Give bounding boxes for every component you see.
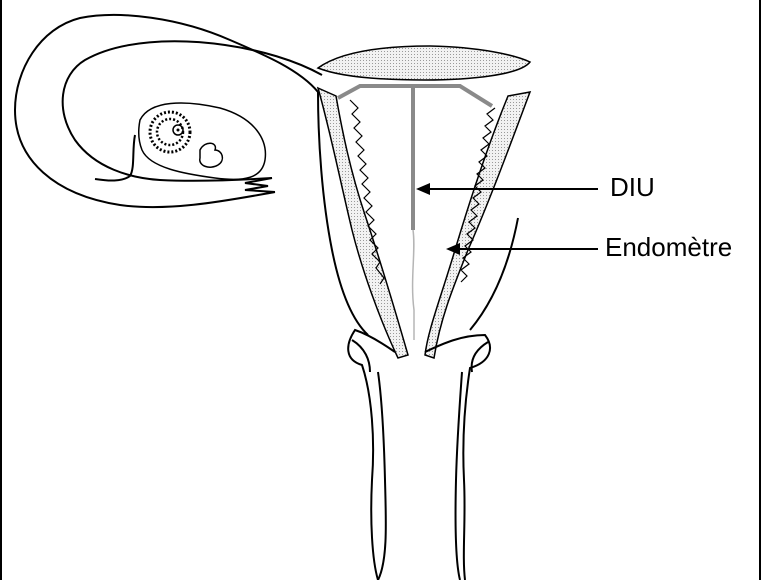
uterine-fundus [318,46,530,80]
fallopian-tube-inner [80,11,320,70]
iud-pointer-arrow [416,183,598,195]
uterus-wall-right [470,218,518,330]
tube-hook [95,135,135,181]
endometrium-label: Endomètre [605,232,732,263]
endometrium-left [318,88,408,358]
vaginal-wall-right [455,342,488,580]
endometrium-right [425,92,530,358]
cervix-left [348,330,395,580]
vaginal-wall-left [352,340,386,580]
iud-label: DIU [610,172,655,203]
